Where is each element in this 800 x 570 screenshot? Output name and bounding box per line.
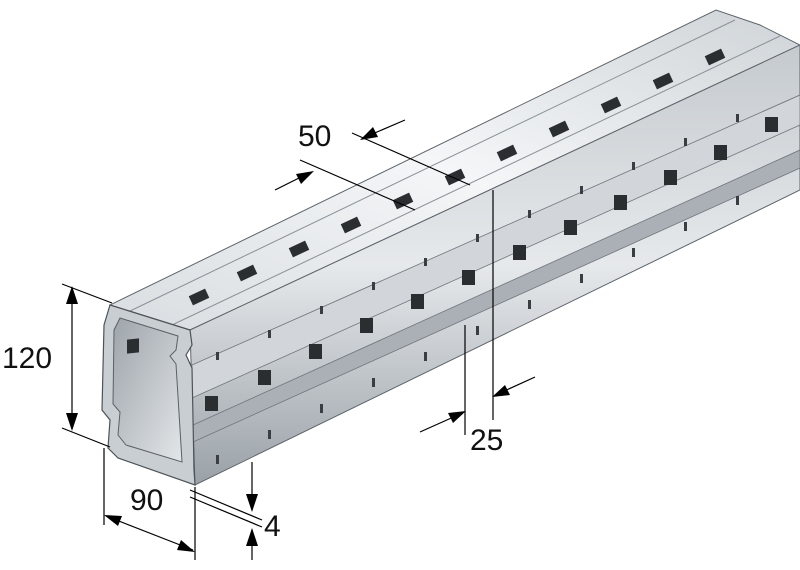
steel-channel	[101, 9, 800, 486]
dimension-label-offset: 25	[470, 424, 503, 457]
top-holes	[188, 48, 726, 306]
side-holes	[205, 117, 778, 411]
dimension-lines	[61, 119, 536, 560]
channel-inner-cavity	[112, 317, 183, 463]
inner-hole	[127, 338, 139, 354]
dimension-label-height: 120	[2, 342, 52, 375]
dimension-label-thickness: 4	[264, 510, 281, 543]
side-slots	[216, 114, 739, 464]
dimension-label-width: 90	[130, 484, 163, 517]
dimension-label-pitch: 50	[298, 120, 331, 153]
